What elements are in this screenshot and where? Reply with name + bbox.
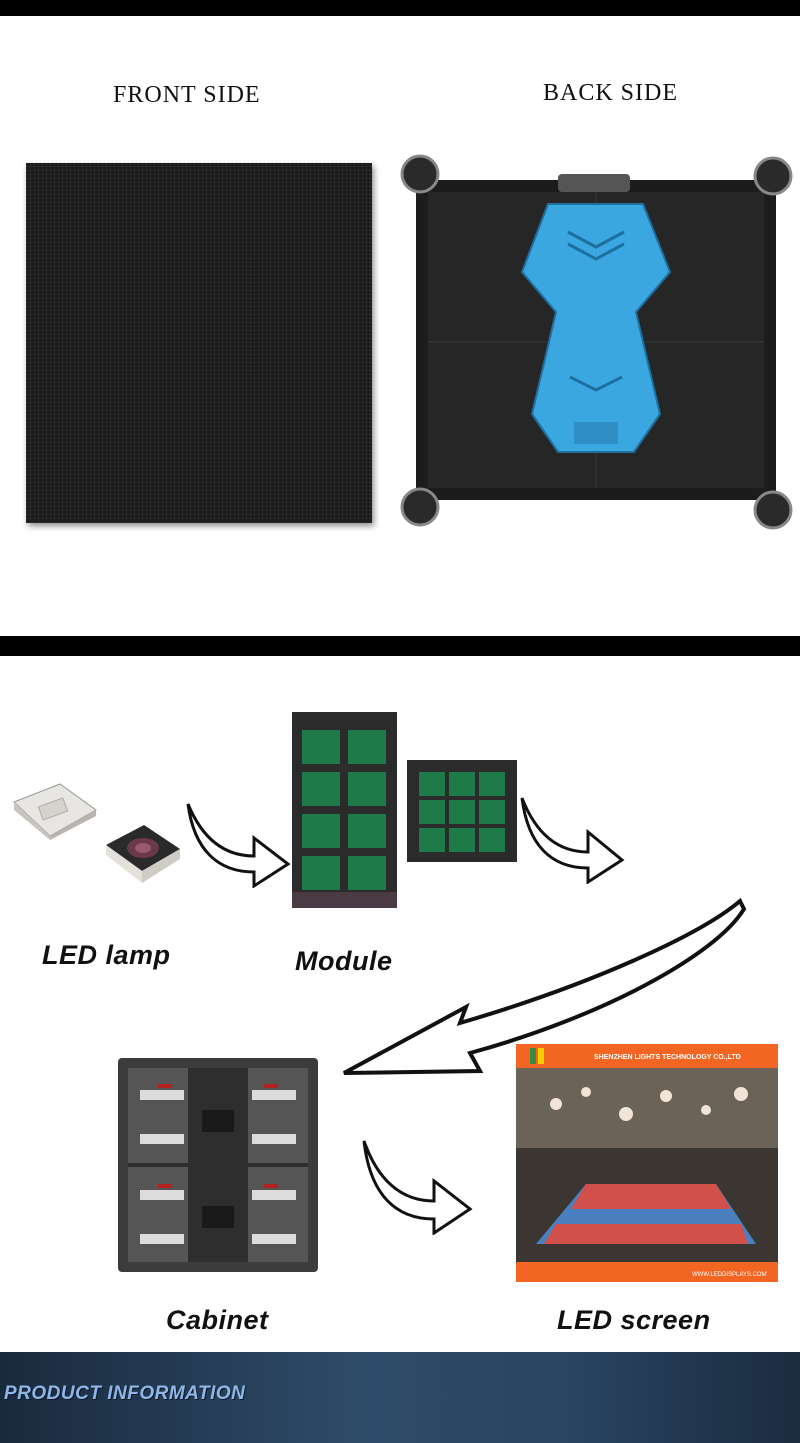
led-lamp-black-image: [106, 825, 180, 883]
caption-led-lamp: LED lamp: [42, 940, 171, 970]
led-lamp-white-image: [13, 783, 97, 840]
product-information-banner: [0, 1352, 800, 1443]
front-panel-image: [26, 163, 372, 523]
middle-black-bar: [0, 636, 800, 656]
screen-url-text: WWW.LEDDISPLAYS.COM: [692, 1272, 767, 1278]
back-panel-image: [400, 154, 793, 530]
module-large-image: [292, 712, 397, 908]
product-information-title: PRODUCT INFORMATION: [4, 1383, 246, 1404]
cabinet-image: [118, 1058, 318, 1272]
arrow-module-to-right: [520, 797, 625, 884]
arrow-lamp-to-module: [186, 803, 291, 888]
caption-module: Module: [295, 946, 393, 976]
arrow-cabinet-to-screen: [362, 1140, 473, 1235]
caption-led-screen: LED screen: [557, 1305, 711, 1335]
module-small-image: [407, 760, 517, 862]
screen-banner-text: SHENZHEN LIGHTS TECHNOLOGY CO.,LTD: [594, 1054, 741, 1061]
led-screen-image: SHENZHEN LIGHTS TECHNOLOGY CO.,LTD WWW.L…: [516, 1044, 778, 1282]
top-black-bar: [0, 0, 800, 16]
back-side-label: BACK SIDE: [543, 80, 679, 106]
arrow-diagonal-to-cabinet: [343, 897, 747, 1075]
caption-cabinet: Cabinet: [166, 1305, 269, 1335]
front-side-label: FRONT SIDE: [113, 82, 261, 108]
